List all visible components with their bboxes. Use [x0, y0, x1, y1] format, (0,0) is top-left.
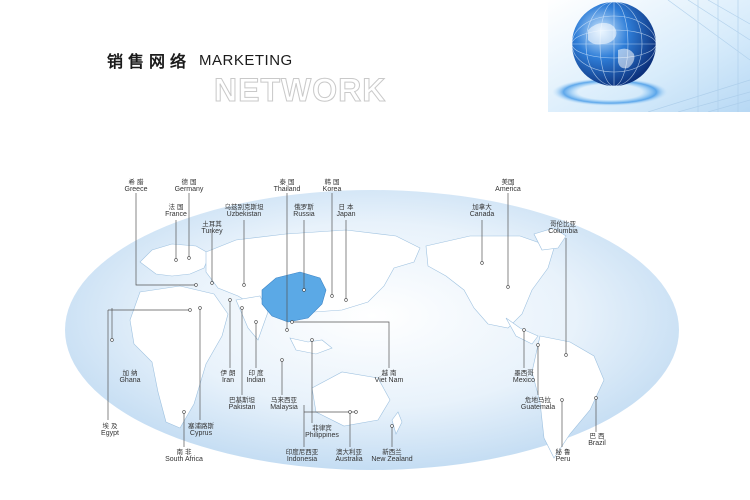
leader-vietnam — [292, 321, 390, 368]
leader-indonesia — [303, 405, 356, 447]
leader-egypt — [107, 309, 190, 420]
title-chinese: 销售网络 — [107, 52, 192, 71]
title-english: MARKETING — [199, 51, 293, 69]
leader-greece — [135, 193, 196, 286]
marker-dots — [110, 256, 598, 428]
globe-icon — [548, 0, 750, 112]
china-region — [261, 271, 327, 323]
page-heading: 销售网络 MARKETING — [107, 48, 293, 72]
subtitle-network: NETWORK — [213, 72, 387, 109]
leader-lines — [107, 193, 597, 447]
land-masses — [129, 227, 605, 459]
